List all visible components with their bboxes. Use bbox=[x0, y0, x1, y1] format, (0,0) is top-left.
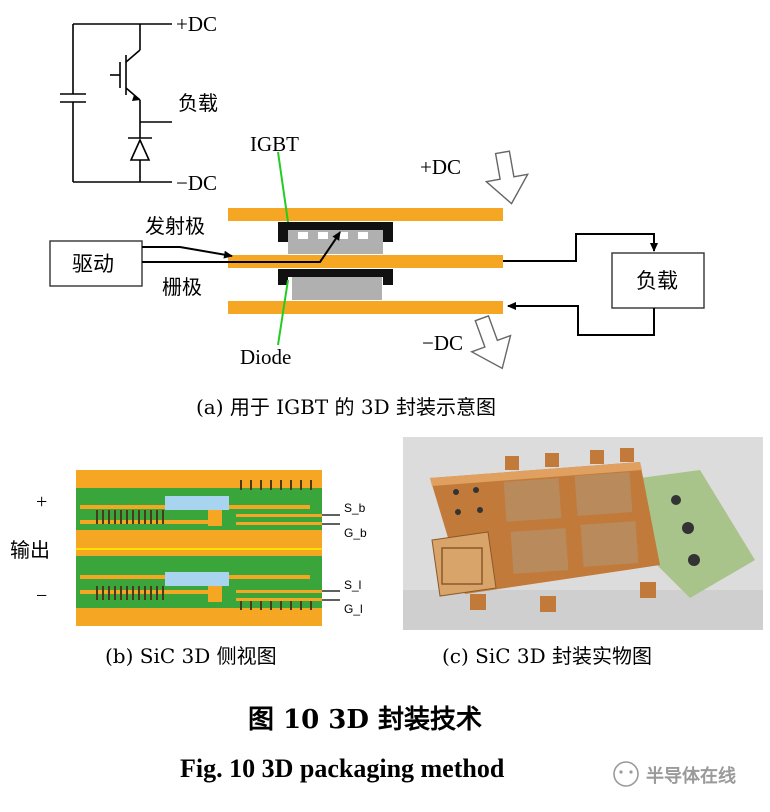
figure-title-en: Fig. 10 3D packaging method bbox=[180, 754, 505, 783]
g-l-label: G_l bbox=[344, 602, 363, 616]
output-terminal-label: 输出 bbox=[10, 538, 50, 562]
sic-side-view bbox=[76, 470, 322, 626]
circuit-schematic bbox=[60, 23, 172, 183]
minus-terminal-label: − bbox=[36, 585, 47, 607]
s-b-label: S_b bbox=[344, 501, 366, 515]
load-top-label: 负载 bbox=[178, 91, 218, 115]
middle-copper-layer bbox=[228, 255, 503, 268]
emitter-lead bbox=[142, 246, 233, 259]
s-l-label: S_l bbox=[344, 578, 361, 592]
igbt-label: IGBT bbox=[250, 132, 299, 156]
sic-package-photo bbox=[403, 437, 763, 630]
load-box bbox=[611, 252, 705, 309]
plus-dc-label: +DC bbox=[420, 155, 461, 179]
caption-a: (a) 用于 IGBT 的 3D 封装示意图 bbox=[196, 395, 496, 419]
wechat-icon bbox=[613, 761, 639, 787]
gate-label: 栅极 bbox=[162, 275, 202, 299]
drive-box bbox=[49, 240, 143, 287]
igbt-pointer bbox=[277, 151, 289, 223]
bottom-copper-layer bbox=[228, 301, 503, 314]
watermark-text: 半导体在线 bbox=[646, 765, 736, 787]
gate-lead bbox=[142, 231, 341, 263]
g-b-label: G_b bbox=[344, 526, 367, 540]
minus-dc-arrow-icon bbox=[470, 315, 512, 370]
diode-label: Diode bbox=[240, 345, 291, 369]
minus-dc-label: −DC bbox=[422, 331, 463, 355]
watermark: 半导体在线 bbox=[613, 761, 736, 787]
figure-title-cn: 图 10 3D 封装技术 bbox=[248, 705, 482, 735]
emitter-label: 发射极 bbox=[145, 214, 205, 238]
plus-terminal-label: + bbox=[36, 491, 47, 513]
igbt-emitter-arrow bbox=[132, 95, 140, 101]
load-return-lead bbox=[507, 302, 655, 336]
terminal-pointers bbox=[322, 514, 340, 601]
load-label: 负载 bbox=[636, 269, 678, 293]
drive-label: 驱动 bbox=[72, 252, 114, 276]
plus-dc-arrow-icon bbox=[484, 150, 530, 205]
diode-pointer bbox=[277, 279, 289, 346]
plus-dc-top-label: +DC bbox=[176, 12, 217, 36]
diode-chip bbox=[278, 269, 393, 300]
caption-b: (b) SiC 3D 侧视图 bbox=[105, 644, 277, 668]
minus-dc-top-label: −DC bbox=[176, 171, 217, 195]
top-copper-layer bbox=[228, 208, 503, 221]
load-input-lead bbox=[503, 233, 658, 262]
caption-c: (c) SiC 3D 封装实物图 bbox=[442, 644, 652, 668]
